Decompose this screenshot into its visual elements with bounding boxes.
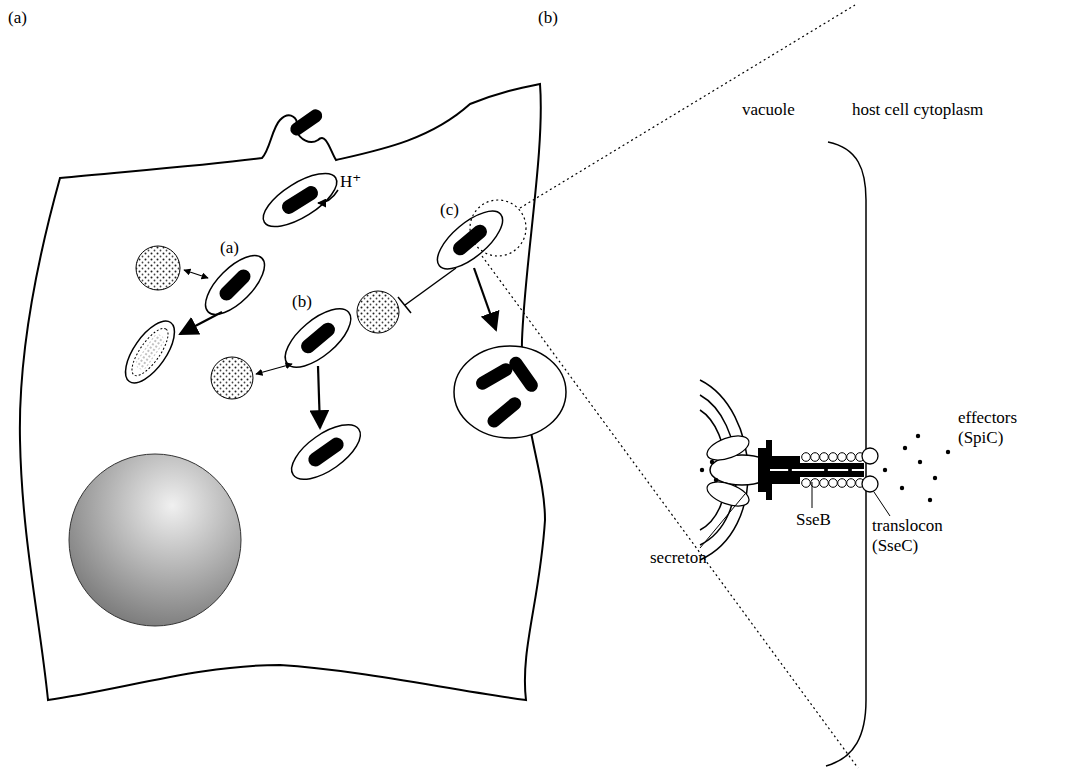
sseb-subunit bbox=[829, 453, 838, 462]
part-label: SseB bbox=[796, 510, 831, 530]
sseb-subunit bbox=[811, 453, 820, 462]
part-label: secreton bbox=[650, 548, 707, 568]
sseb-subunit bbox=[802, 453, 811, 462]
ion-label: H⁺ bbox=[340, 172, 361, 192]
part-label: effectors (SpiC) bbox=[958, 408, 1048, 447]
pathway-label: (c) bbox=[440, 200, 459, 220]
sseb-subunit bbox=[829, 479, 838, 488]
panel-letter: (a) bbox=[8, 8, 27, 28]
panel-letter: (b) bbox=[538, 8, 558, 28]
bacterium bbox=[288, 107, 325, 138]
sseb-subunit bbox=[820, 453, 829, 462]
nucleus bbox=[69, 454, 241, 626]
pathway-label: (b) bbox=[292, 292, 312, 312]
compartment-label: host cell cytoplasm bbox=[852, 100, 983, 120]
sseb-subunit bbox=[838, 479, 847, 488]
compartment-label: vacuole bbox=[742, 100, 795, 120]
sseb-subunit bbox=[847, 479, 856, 488]
part-label: translocon (SseC) bbox=[872, 516, 968, 555]
pathway-label: (a) bbox=[220, 238, 239, 258]
sseb-subunit bbox=[847, 453, 856, 462]
sseb-subunit bbox=[820, 479, 829, 488]
sseb-subunit bbox=[838, 453, 847, 462]
sseb-subunit bbox=[802, 479, 811, 488]
